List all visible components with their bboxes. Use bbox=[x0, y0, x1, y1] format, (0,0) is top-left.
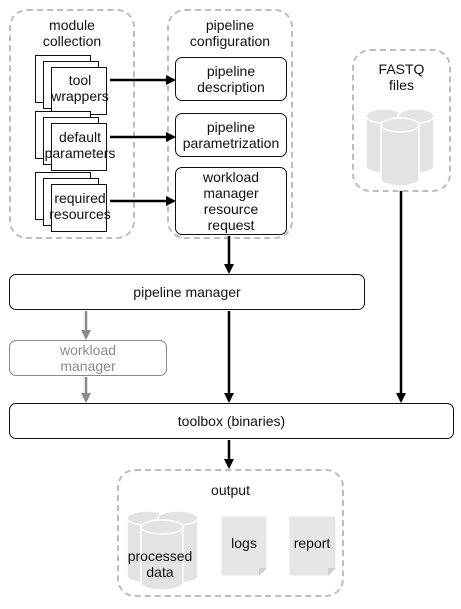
workload-manager-resource-request-box: workload manager resource request bbox=[175, 167, 287, 235]
required-resources-label-2: resources bbox=[49, 206, 111, 222]
pipeline-configuration-title: pipeline configuration bbox=[189, 17, 271, 49]
fastq-files-title: FASTQ files bbox=[378, 61, 425, 93]
tool-wrappers-label-1: tool bbox=[68, 72, 92, 88]
required-resources-label-1: required bbox=[54, 190, 106, 206]
report-label: report bbox=[293, 535, 331, 551]
pipeline-description-box: pipeline description bbox=[175, 57, 287, 101]
module-collection-group bbox=[9, 9, 135, 239]
pipeline-manager-box: pipeline manager bbox=[9, 274, 365, 310]
fastq-database-icon bbox=[365, 108, 435, 187]
pipeline-parametrization-box: pipeline parametrization bbox=[175, 113, 287, 157]
toolbox-box: toolbox (binaries) bbox=[9, 403, 454, 439]
processed-data-label: processed data bbox=[127, 548, 193, 580]
output-group bbox=[117, 469, 344, 597]
output-title: output bbox=[211, 482, 250, 498]
tool-wrappers-label-2: wrappers bbox=[51, 88, 109, 104]
report-document-icon bbox=[288, 515, 337, 577]
default-parameters-label-2: parameters bbox=[44, 145, 116, 161]
processed-data-database-icon bbox=[126, 510, 199, 591]
logs-document-icon bbox=[220, 515, 268, 577]
workload-manager-box: workload manager bbox=[9, 340, 167, 376]
default-parameters-label-1: default bbox=[58, 129, 102, 145]
logs-label: logs bbox=[231, 535, 257, 551]
module-collection-title: module collection bbox=[42, 17, 102, 49]
